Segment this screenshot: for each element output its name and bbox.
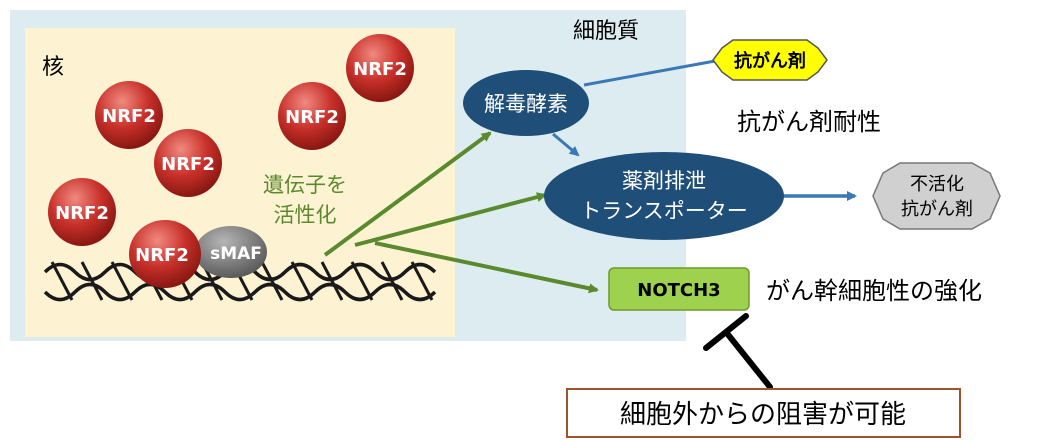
nrf2-label: NRF2	[285, 107, 339, 128]
nrf2-molecule: NRF2	[278, 82, 346, 150]
anticancer-drug-shape: 抗がん剤	[712, 39, 828, 81]
nrf2-molecule-bound: NRF2	[129, 220, 201, 288]
enzyme-to-transporter-arrow	[552, 132, 580, 157]
inhibition-symbol	[703, 313, 773, 390]
arrow-to-transporter	[354, 192, 547, 247]
resistance-label: 抗がん剤耐性	[737, 108, 881, 136]
nrf2-label: NRF2	[55, 203, 109, 224]
transporter-label-line2: トランスポーター	[580, 199, 748, 223]
detox-label: 解毒酵素	[484, 92, 568, 116]
drug-to-enzyme-line	[583, 59, 716, 87]
inhibit-box	[566, 388, 961, 438]
activate-label-line1: 遺伝子を	[263, 173, 347, 197]
inhibit-label: 細胞外からの阻害が可能	[620, 400, 906, 430]
drug-efflux-transporter: 薬剤排泄 トランスポーター	[544, 152, 784, 240]
activation-arrows	[323, 131, 599, 294]
activate-label-line2: 活性化	[274, 203, 337, 227]
arrow-to-detox	[323, 131, 492, 257]
transporter-label-line1: 薬剤排泄	[622, 169, 706, 193]
smaf-label: sMAF	[210, 244, 262, 264]
inactivated-drug-shape: 不活化 抗がん剤	[872, 162, 1001, 230]
notch3-box: NOTCH3	[608, 267, 750, 311]
nrf2-label: NRF2	[135, 245, 189, 266]
detox-enzyme: 解毒酵素	[463, 70, 589, 136]
inactivated-label-line1: 不活化	[910, 174, 964, 195]
arrow-to-notch3	[374, 241, 599, 294]
nrf2-molecule: NRF2	[154, 129, 222, 197]
smaf-molecule: sMAF	[195, 226, 267, 278]
notch3-label: NOTCH3	[637, 280, 720, 301]
stemness-label: がん幹細胞性の強化	[766, 277, 982, 305]
inactivated-label-line2: 抗がん剤	[901, 199, 973, 220]
nrf2-label: NRF2	[102, 106, 156, 127]
nrf2-molecule: NRF2	[95, 81, 163, 149]
nrf2-label: NRF2	[353, 59, 407, 80]
nrf2-molecule: NRF2	[346, 34, 414, 102]
nrf2-label: NRF2	[161, 154, 215, 175]
nrf2-molecule: NRF2	[48, 178, 116, 246]
cytoplasm-label: 細胞質	[573, 19, 639, 44]
anticancer-drug-label: 抗がん剤	[734, 50, 806, 72]
nucleus-label: 核	[42, 55, 64, 80]
